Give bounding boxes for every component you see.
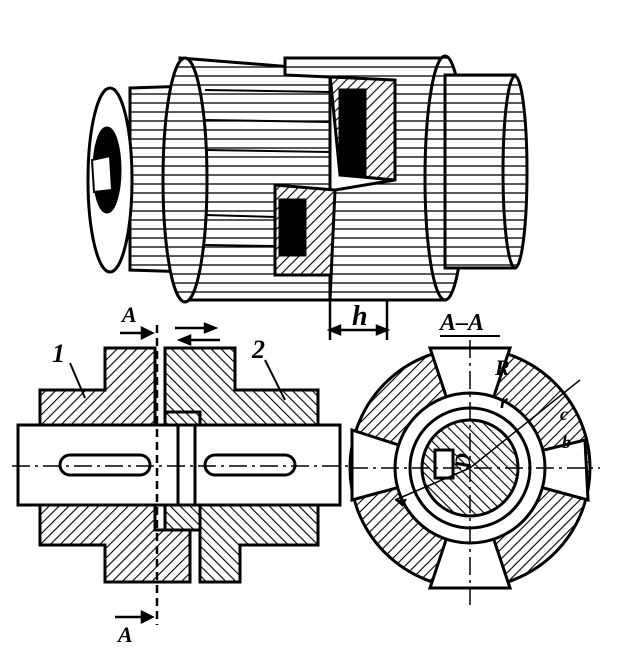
gap-dimension [326, 300, 391, 340]
left-key [58, 453, 152, 477]
right-key [203, 453, 297, 477]
left-half-face [161, 56, 209, 304]
isometric-view [86, 54, 529, 304]
bore-label: D [450, 453, 475, 470]
section-mark-top: A [120, 302, 137, 327]
inner-radius-label: r [500, 391, 508, 413]
section-arrows [115, 322, 220, 625]
part-label-2: 2 [251, 335, 265, 364]
section-mark-bottom: A [116, 622, 133, 647]
longitudinal-section [16, 325, 342, 625]
side-c-label: c [560, 404, 568, 424]
gap-label: h [352, 301, 368, 332]
section-title: A–A [438, 310, 484, 336]
part-label-1: 1 [52, 339, 65, 368]
outer-radius-label: R [494, 355, 510, 380]
side-b-label: b [562, 432, 571, 452]
